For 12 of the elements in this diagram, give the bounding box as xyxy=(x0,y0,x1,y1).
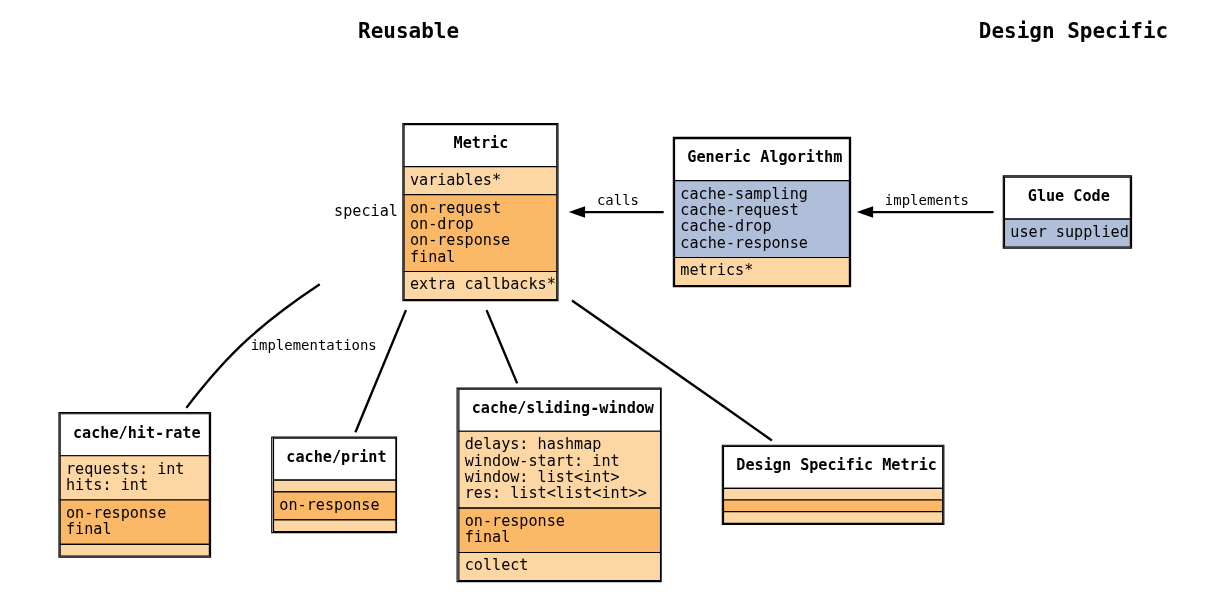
edge-label: implements xyxy=(884,191,969,208)
connector xyxy=(354,309,408,433)
label: Design Specific xyxy=(978,18,1169,43)
connector xyxy=(185,283,321,409)
label: Reusable xyxy=(358,18,460,43)
arrow xyxy=(856,206,994,218)
connector xyxy=(485,309,519,384)
arrow xyxy=(568,206,664,218)
connector xyxy=(571,299,773,442)
edge-label: implementations xyxy=(250,337,377,354)
edge-label: calls xyxy=(596,191,640,208)
node-label: special xyxy=(334,202,398,221)
